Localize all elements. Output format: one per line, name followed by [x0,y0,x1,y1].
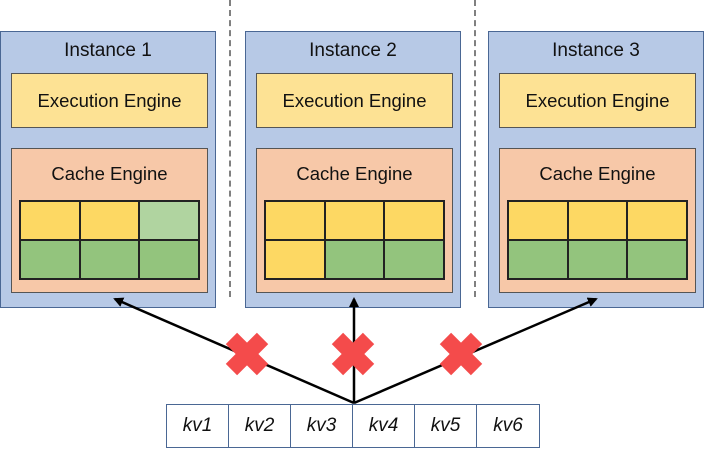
cache-block-green [567,240,628,279]
cross-icon [331,332,375,376]
cache-block-yellow [567,201,628,240]
execution-engine: Execution Engine [256,73,453,128]
kv-entry: kv2 [229,405,291,447]
cache-block-green [508,240,568,279]
instance-title: Instance 3 [552,40,640,61]
cache-engine-label: Cache Engine [539,163,656,184]
instance-divider-1 [229,0,231,297]
cache-block-yellow [79,201,140,240]
kv-entry: kv1 [167,405,229,447]
cache-grid [264,200,445,280]
execution-engine-label: Execution Engine [37,89,182,111]
cache-block-yellow [265,240,325,279]
execution-engine: Execution Engine [499,73,696,128]
instance-2: Instance 2 Execution Engine Cache Engine [245,31,461,308]
kv-entry: kv5 [415,405,477,447]
instance-title: Instance 1 [64,40,152,61]
instance-divider-2 [474,0,476,297]
cache-block-yellow [508,201,568,240]
cache-block-yellow [627,201,687,240]
cache-block-yellow [324,201,385,240]
cache-engine: Cache Engine [256,148,453,293]
cross-icon [439,332,483,376]
cache-engine: Cache Engine [499,148,696,293]
cache-block-lightgreen [139,201,199,240]
kv-entry: kv6 [493,415,523,436]
cache-block-yellow [20,201,80,240]
cache-block-green [139,240,199,279]
cache-block-green [20,240,80,279]
cache-block-yellow [384,201,444,240]
instance-title: Instance 2 [309,40,397,61]
execution-engine-label: Execution Engine [525,89,670,111]
cache-block-green [384,240,444,279]
cache-engine-label: Cache Engine [51,163,168,184]
cross-icon [225,332,269,376]
cache-engine: Cache Engine [11,148,208,293]
kv-entry: kv3 [291,405,353,447]
instance-3: Instance 3 Execution Engine Cache Engine [488,31,704,308]
execution-engine: Execution Engine [11,73,208,128]
cache-engine-label: Cache Engine [296,163,413,184]
cache-grid [19,200,200,280]
cache-grid [507,200,688,280]
kv-entry: kv4 [353,405,415,447]
cache-block-yellow [265,201,325,240]
cache-block-green [79,240,140,279]
cache-block-green [324,240,385,279]
execution-engine-label: Execution Engine [282,89,427,111]
instance-1: Instance 1 Execution Engine Cache Engine [0,31,216,308]
kv-cache-strip: kv1 kv2 kv3 kv4 kv5 kv6 [166,404,540,448]
cache-block-green [627,240,687,279]
